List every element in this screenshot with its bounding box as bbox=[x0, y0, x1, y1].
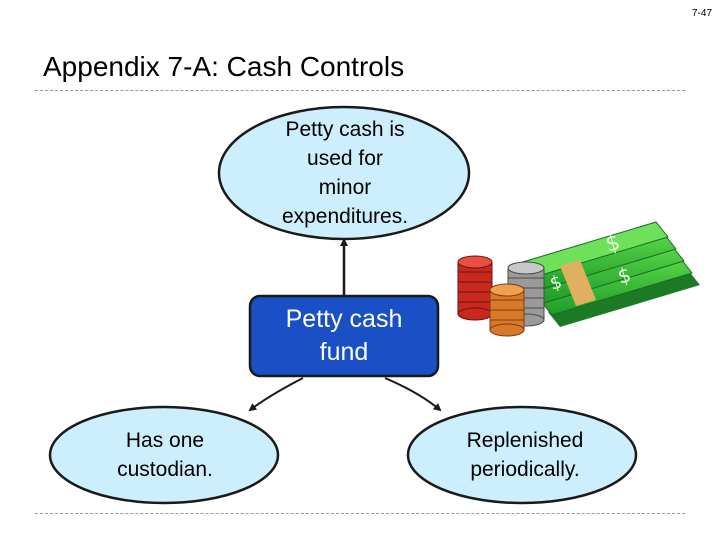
top-node-line: expenditures. bbox=[281, 205, 409, 228]
bill-stack: $ $ $ bbox=[515, 221, 700, 327]
center-node-line: Petty cash bbox=[285, 305, 403, 333]
svg-text:$: $ bbox=[548, 271, 565, 294]
coin-stack-copper bbox=[489, 283, 525, 337]
top-node-line: Petty cash is bbox=[285, 118, 405, 141]
top-ellipse bbox=[217, 105, 471, 241]
left-node-line: custodian. bbox=[117, 458, 213, 481]
right-node-text: Replenished periodically. bbox=[420, 415, 630, 495]
right-node-line: periodically. bbox=[470, 458, 580, 481]
right-node-line: Replenished bbox=[466, 429, 584, 452]
title-divider bbox=[35, 90, 685, 91]
slide-title: Appendix 7-A: Cash Controls bbox=[43, 51, 405, 82]
center-node-line: fund bbox=[319, 338, 369, 366]
right-ellipse bbox=[406, 405, 638, 505]
coin-stack-red bbox=[457, 255, 493, 321]
left-node-text: Has one custodian. bbox=[70, 415, 260, 495]
center-box bbox=[248, 294, 440, 378]
svg-text:$: $ bbox=[615, 262, 634, 289]
connector-left bbox=[248, 377, 304, 412]
top-node-text: Petty cash is used for minor expenditure… bbox=[245, 116, 445, 230]
money-stack-icon: $ $ $ bbox=[457, 221, 700, 337]
top-node-line: used for bbox=[307, 147, 383, 170]
top-node-line: minor bbox=[318, 176, 372, 199]
center-node-text: Petty cash fund bbox=[250, 296, 438, 376]
connector-right bbox=[384, 377, 442, 412]
slide-number: 7-47 bbox=[691, 8, 712, 19]
left-ellipse bbox=[48, 405, 280, 505]
footer-divider bbox=[35, 513, 685, 514]
svg-text:$: $ bbox=[603, 230, 623, 258]
left-node-line: Has one bbox=[125, 429, 205, 452]
